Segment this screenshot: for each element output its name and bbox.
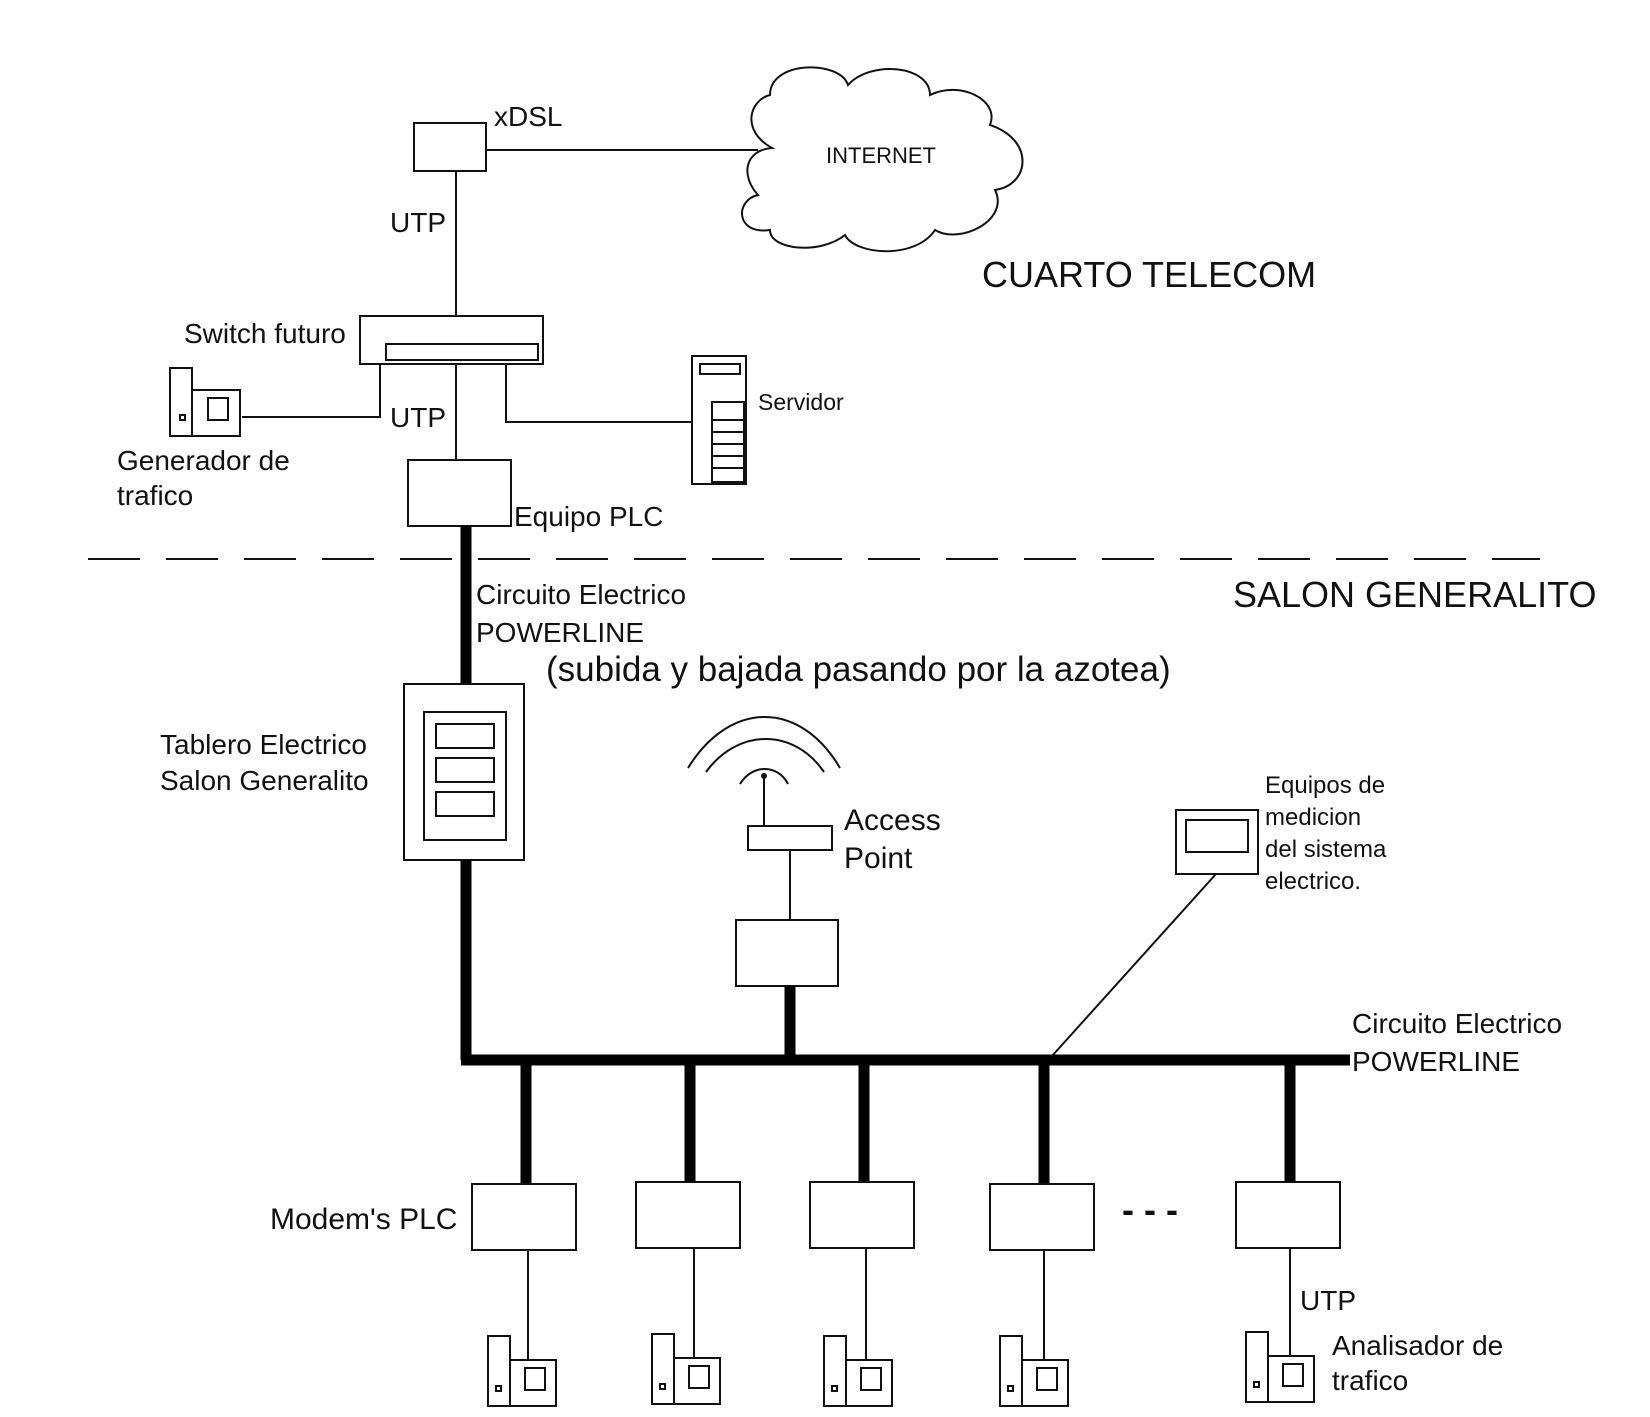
modem-plc-4 <box>989 1183 1095 1251</box>
servidor-label: Servidor <box>758 389 844 415</box>
meter-icon <box>1175 809 1259 875</box>
pc-terminal-icon <box>169 367 241 437</box>
equipo-plc-box <box>407 459 512 527</box>
access-point-label-line2: Point <box>844 842 913 875</box>
utp-label-top: UTP <box>390 207 446 238</box>
modem-plc-2 <box>635 1181 741 1249</box>
ellipsis-label: - - - <box>1122 1189 1178 1230</box>
switch-server-link <box>505 364 692 423</box>
zone-label-telecom: CUARTO TELECOM <box>982 254 1316 295</box>
electrical-panel-icon <box>403 683 525 861</box>
cloud-icon <box>741 66 1024 253</box>
modem-plc-5 <box>1235 1181 1341 1249</box>
utp-label-switch: UTP <box>390 402 446 433</box>
access-point-box <box>747 825 833 851</box>
medicion-label-line3: del sistema <box>1265 836 1387 863</box>
xdsl-label: xDSL <box>494 101 562 132</box>
powerline-label-1-line2: POWERLINE <box>476 617 644 648</box>
server-tower-icon <box>691 355 747 485</box>
analisador-label-line1: Analisador de <box>1332 1330 1503 1361</box>
pc-terminal-icon <box>651 1333 721 1405</box>
meter-link <box>1051 873 1217 1057</box>
modem-plc-3 <box>809 1181 915 1249</box>
pc-terminal-icon <box>487 1335 557 1407</box>
powerline-label-1-line1: Circuito Electrico <box>476 579 686 610</box>
powerline-label-2-line1: Circuito Electrico <box>1352 1008 1562 1039</box>
pc-terminal-icon <box>823 1335 893 1407</box>
pc-terminal-icon <box>999 1335 1069 1407</box>
medicion-label-line2: medicion <box>1265 804 1361 831</box>
switch-icon <box>359 315 544 365</box>
internet-label: INTERNET <box>826 143 936 168</box>
powerline-note: (subida y bajada pasando por la azotea) <box>546 650 1171 689</box>
pc-terminal-icon <box>1245 1331 1315 1403</box>
switch-generador-link <box>242 364 381 418</box>
medicion-label-line4: electrico. <box>1265 868 1361 895</box>
generador-label-line1: Generador de <box>117 445 290 476</box>
powerline-label-2-line2: POWERLINE <box>1352 1046 1520 1077</box>
tablero-label-line2: Salon Generalito <box>160 765 369 796</box>
tablero-label-line1: Tablero Electrico <box>160 729 367 760</box>
utp-label-bottom: UTP <box>1300 1285 1356 1316</box>
switch-label: Switch futuro <box>184 318 346 349</box>
generador-label-line2: trafico <box>117 480 193 511</box>
router-box-icon <box>413 122 487 172</box>
wireless-antenna-icon <box>687 716 841 826</box>
analisador-label-line2: trafico <box>1332 1365 1408 1396</box>
zone-label-salon: SALON GENERALITO <box>1233 574 1596 615</box>
modem-plc-1 <box>471 1183 577 1251</box>
equipo-plc-label: Equipo PLC <box>514 501 663 532</box>
ap-plc-box <box>735 919 839 987</box>
medicion-label-line1: Equipos de <box>1265 772 1385 799</box>
access-point-label-line1: Access <box>844 804 941 837</box>
modems-label: Modem's PLC <box>270 1203 457 1236</box>
